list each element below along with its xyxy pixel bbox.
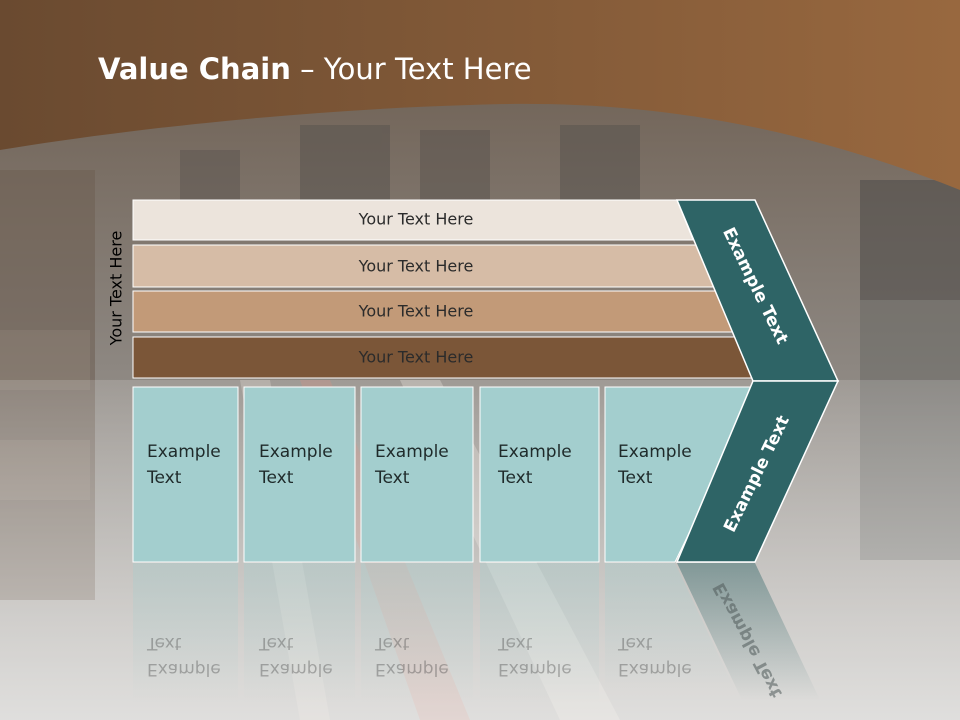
box-4 bbox=[479, 386, 600, 563]
title-bold: Value Chain bbox=[98, 52, 291, 86]
slide-title: Value Chain – Your Text Here bbox=[98, 52, 532, 86]
chevron-bottom bbox=[675, 380, 840, 563]
reflection-shapes bbox=[133, 563, 820, 703]
bar-4-label: Your Text Here bbox=[358, 347, 474, 367]
title-rest: – Your Text Here bbox=[290, 52, 532, 86]
bar-1-label: Your Text Here bbox=[358, 209, 474, 229]
bar-2-label: Your Text Here bbox=[358, 256, 474, 276]
header-band bbox=[0, 0, 960, 190]
bar-3-label: Your Text Here bbox=[358, 301, 474, 321]
box-1 bbox=[132, 386, 239, 563]
side-label: Your Text Here bbox=[106, 230, 126, 346]
box-5 bbox=[604, 386, 761, 563]
box-3 bbox=[360, 386, 474, 563]
box-2 bbox=[243, 386, 356, 563]
